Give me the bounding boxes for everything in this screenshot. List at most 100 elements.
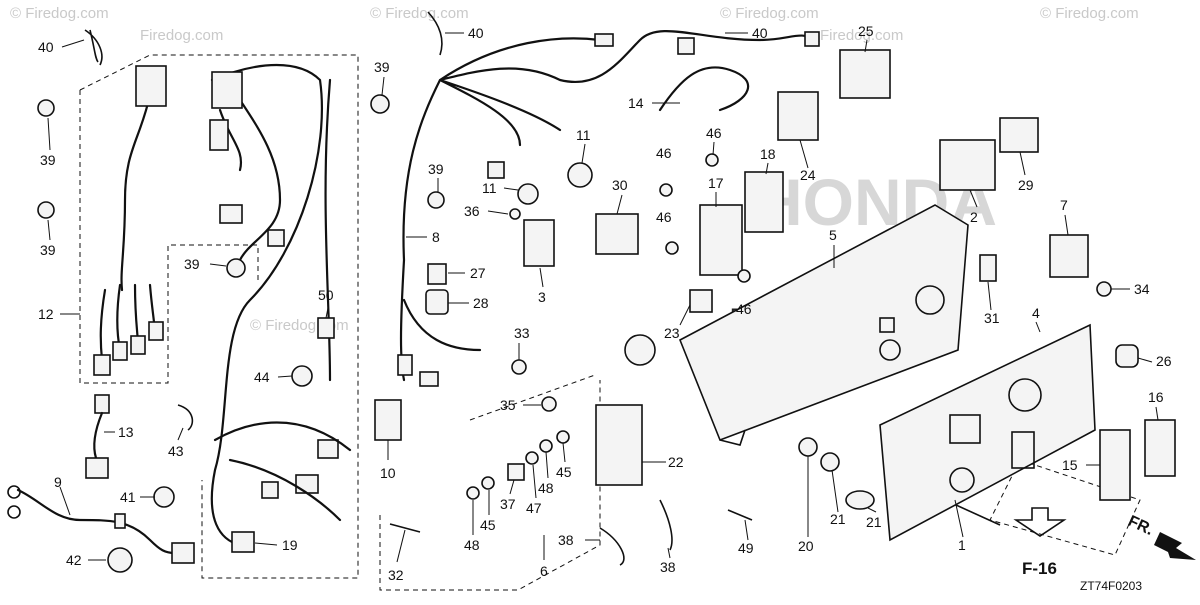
callout-label: 4 — [1032, 305, 1040, 321]
breaker-17 — [699, 204, 743, 276]
cap-26 — [1115, 344, 1139, 368]
callout-label: 35 — [500, 397, 516, 413]
grommet-42 — [107, 547, 133, 573]
callout-label: 40 — [468, 25, 484, 41]
harness-connector — [231, 531, 255, 553]
collar-28 — [425, 289, 449, 315]
breaker-25 — [839, 49, 891, 99]
callout-label: 30 — [612, 177, 628, 193]
harness-connector — [261, 481, 279, 499]
spacer-27 — [427, 263, 447, 285]
clamp-43 — [177, 404, 194, 431]
harness-terminal — [419, 371, 439, 387]
watermark-center-text: Firedog.com — [820, 27, 903, 44]
callout-label: 38 — [558, 532, 574, 548]
panel-hole — [949, 467, 975, 493]
nut-46 — [737, 269, 751, 283]
callout-label: 2 — [970, 209, 978, 225]
panel-hole — [949, 414, 981, 444]
plug-connector — [85, 457, 109, 479]
callout-label: 14 — [628, 95, 644, 111]
callout-label: 27 — [470, 265, 486, 281]
callout-label: 46 — [736, 301, 752, 317]
callout-label: 37 — [500, 496, 516, 512]
callout-label: 20 — [798, 538, 814, 554]
front-direction-indicator: FR. — [1125, 513, 1196, 560]
callout-label: 38 — [660, 559, 676, 575]
group-frames — [79, 54, 1141, 591]
callout-label: 8 — [432, 229, 440, 245]
callout-label: 36 — [464, 203, 480, 219]
harness-terminal — [267, 229, 285, 247]
panel-hole — [915, 285, 945, 315]
callout-label: 48 — [538, 480, 554, 496]
harness-connector — [295, 474, 319, 494]
callout-label: 31 — [984, 310, 1000, 326]
callout-label: 39 — [40, 152, 56, 168]
hardware-kit-frame-top — [469, 374, 596, 421]
callout-label: 18 — [760, 146, 776, 162]
component-22 — [595, 404, 643, 486]
callout-label: 9 — [54, 474, 62, 490]
washer-48 — [539, 439, 553, 453]
harness-connector — [397, 354, 413, 376]
label-31 — [979, 254, 997, 282]
section-ref-label: F-16 — [1022, 559, 1057, 578]
clamp-10 — [374, 399, 402, 441]
callout-label: 40 — [752, 25, 768, 41]
breaker-18 — [744, 171, 784, 233]
components — [370, 11, 1176, 566]
terminal-connector — [112, 341, 128, 361]
callout-label: 46 — [656, 145, 672, 161]
callout-label: 11 — [576, 127, 591, 143]
clip-39 — [37, 99, 55, 117]
breaker-24 — [777, 91, 819, 141]
leader-lines — [47, 32, 1159, 563]
grommet-20 — [798, 437, 818, 457]
callout-label: 22 — [668, 454, 684, 470]
grommet-21 — [820, 452, 840, 472]
nut-46 — [665, 241, 679, 255]
terminal-connector — [148, 321, 164, 341]
harness-connector — [317, 439, 339, 459]
callout-label: 39 — [184, 256, 200, 272]
clip-39 — [370, 94, 390, 114]
harness-connector — [219, 204, 243, 224]
callout-label: 46 — [656, 209, 672, 225]
screw-36 — [509, 208, 521, 220]
watermark-corner-text: © Firedog.com — [1040, 5, 1139, 22]
harness-connector-block — [211, 71, 243, 109]
cable-tie-38 — [659, 499, 673, 551]
cable-sleeve — [114, 513, 126, 529]
callout-label: 33 — [514, 325, 530, 341]
nut-46 — [659, 183, 673, 197]
grommet-21 — [845, 490, 875, 510]
callout-label: 10 — [380, 465, 396, 481]
callout-label: 5 — [829, 227, 837, 243]
cable-tie-40 — [84, 29, 103, 66]
nut-46 — [705, 153, 719, 167]
harness-terminal — [594, 33, 614, 47]
clip-39 — [37, 201, 55, 219]
harness-terminal — [804, 31, 820, 47]
front-panel-4 — [879, 323, 1096, 542]
callout-label: 45 — [556, 464, 572, 480]
terminal-23 — [689, 289, 713, 313]
down-arrow-icon — [1013, 507, 1067, 537]
callout-label: 47 — [526, 500, 542, 516]
switch-3 — [523, 219, 555, 267]
control-box-panel — [678, 204, 969, 442]
screw-32 — [389, 523, 421, 533]
watermark-corner-text: © Firedog.com — [370, 5, 469, 22]
callout-label: 21 — [830, 511, 846, 527]
relay-29 — [999, 117, 1039, 153]
callout-label: 25 — [858, 23, 874, 39]
switch-30 — [595, 213, 639, 255]
callout-label: 13 — [118, 424, 134, 440]
screw-33 — [511, 359, 527, 375]
cable-tie-40 — [427, 11, 443, 56]
callout-label: 40 — [38, 39, 54, 55]
panel-hole — [1011, 431, 1035, 469]
callout-label: 28 — [473, 295, 489, 311]
